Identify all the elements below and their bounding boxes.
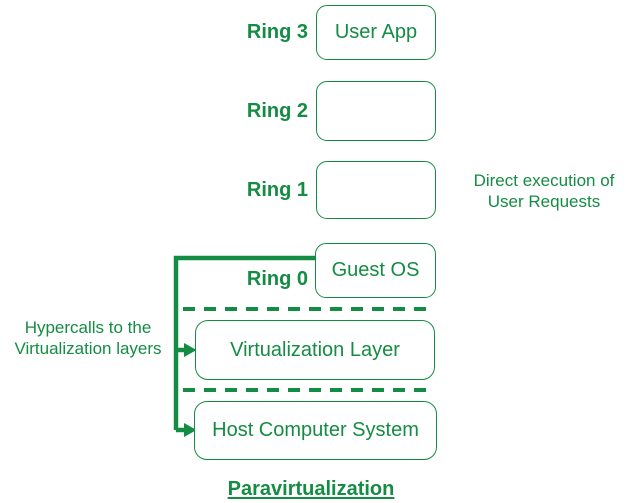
ring1-box [316,161,436,219]
ring3-user-app-box: User App [316,5,436,60]
virtualization-layer-box-text: Virtualization Layer [230,338,400,361]
hypercalls-line1: Hypercalls to the [24,318,152,337]
hypercalls-annotation: Hypercalls to the Virtualization layers [2,317,174,359]
user-app-box-text: User App [334,21,418,43]
virtualization-layer-box: Virtualization Layer [195,320,435,380]
ring0-guest-os-box: Guest OS [315,243,436,298]
guest-os-box-text: Guest OS [331,259,420,281]
direct-execution-line1: Direct execution of [473,171,615,190]
host-computer-system-box-text: Host Computer System [212,419,419,441]
ring2-label: Ring 2 [246,100,308,122]
diagram-title: Paravirtualization [227,478,395,500]
host-computer-system-box: Host Computer System [194,401,437,460]
ring2-box [316,81,436,141]
hypercalls-line2: Virtualization layers [14,339,162,358]
ring1-label: Ring 1 [246,179,308,201]
ring0-label: Ring 0 [246,268,308,290]
direct-execution-line2: User Requests [487,192,601,211]
direct-execution-annotation: Direct execution of User Requests [458,170,630,212]
ring3-label: Ring 3 [246,21,308,43]
